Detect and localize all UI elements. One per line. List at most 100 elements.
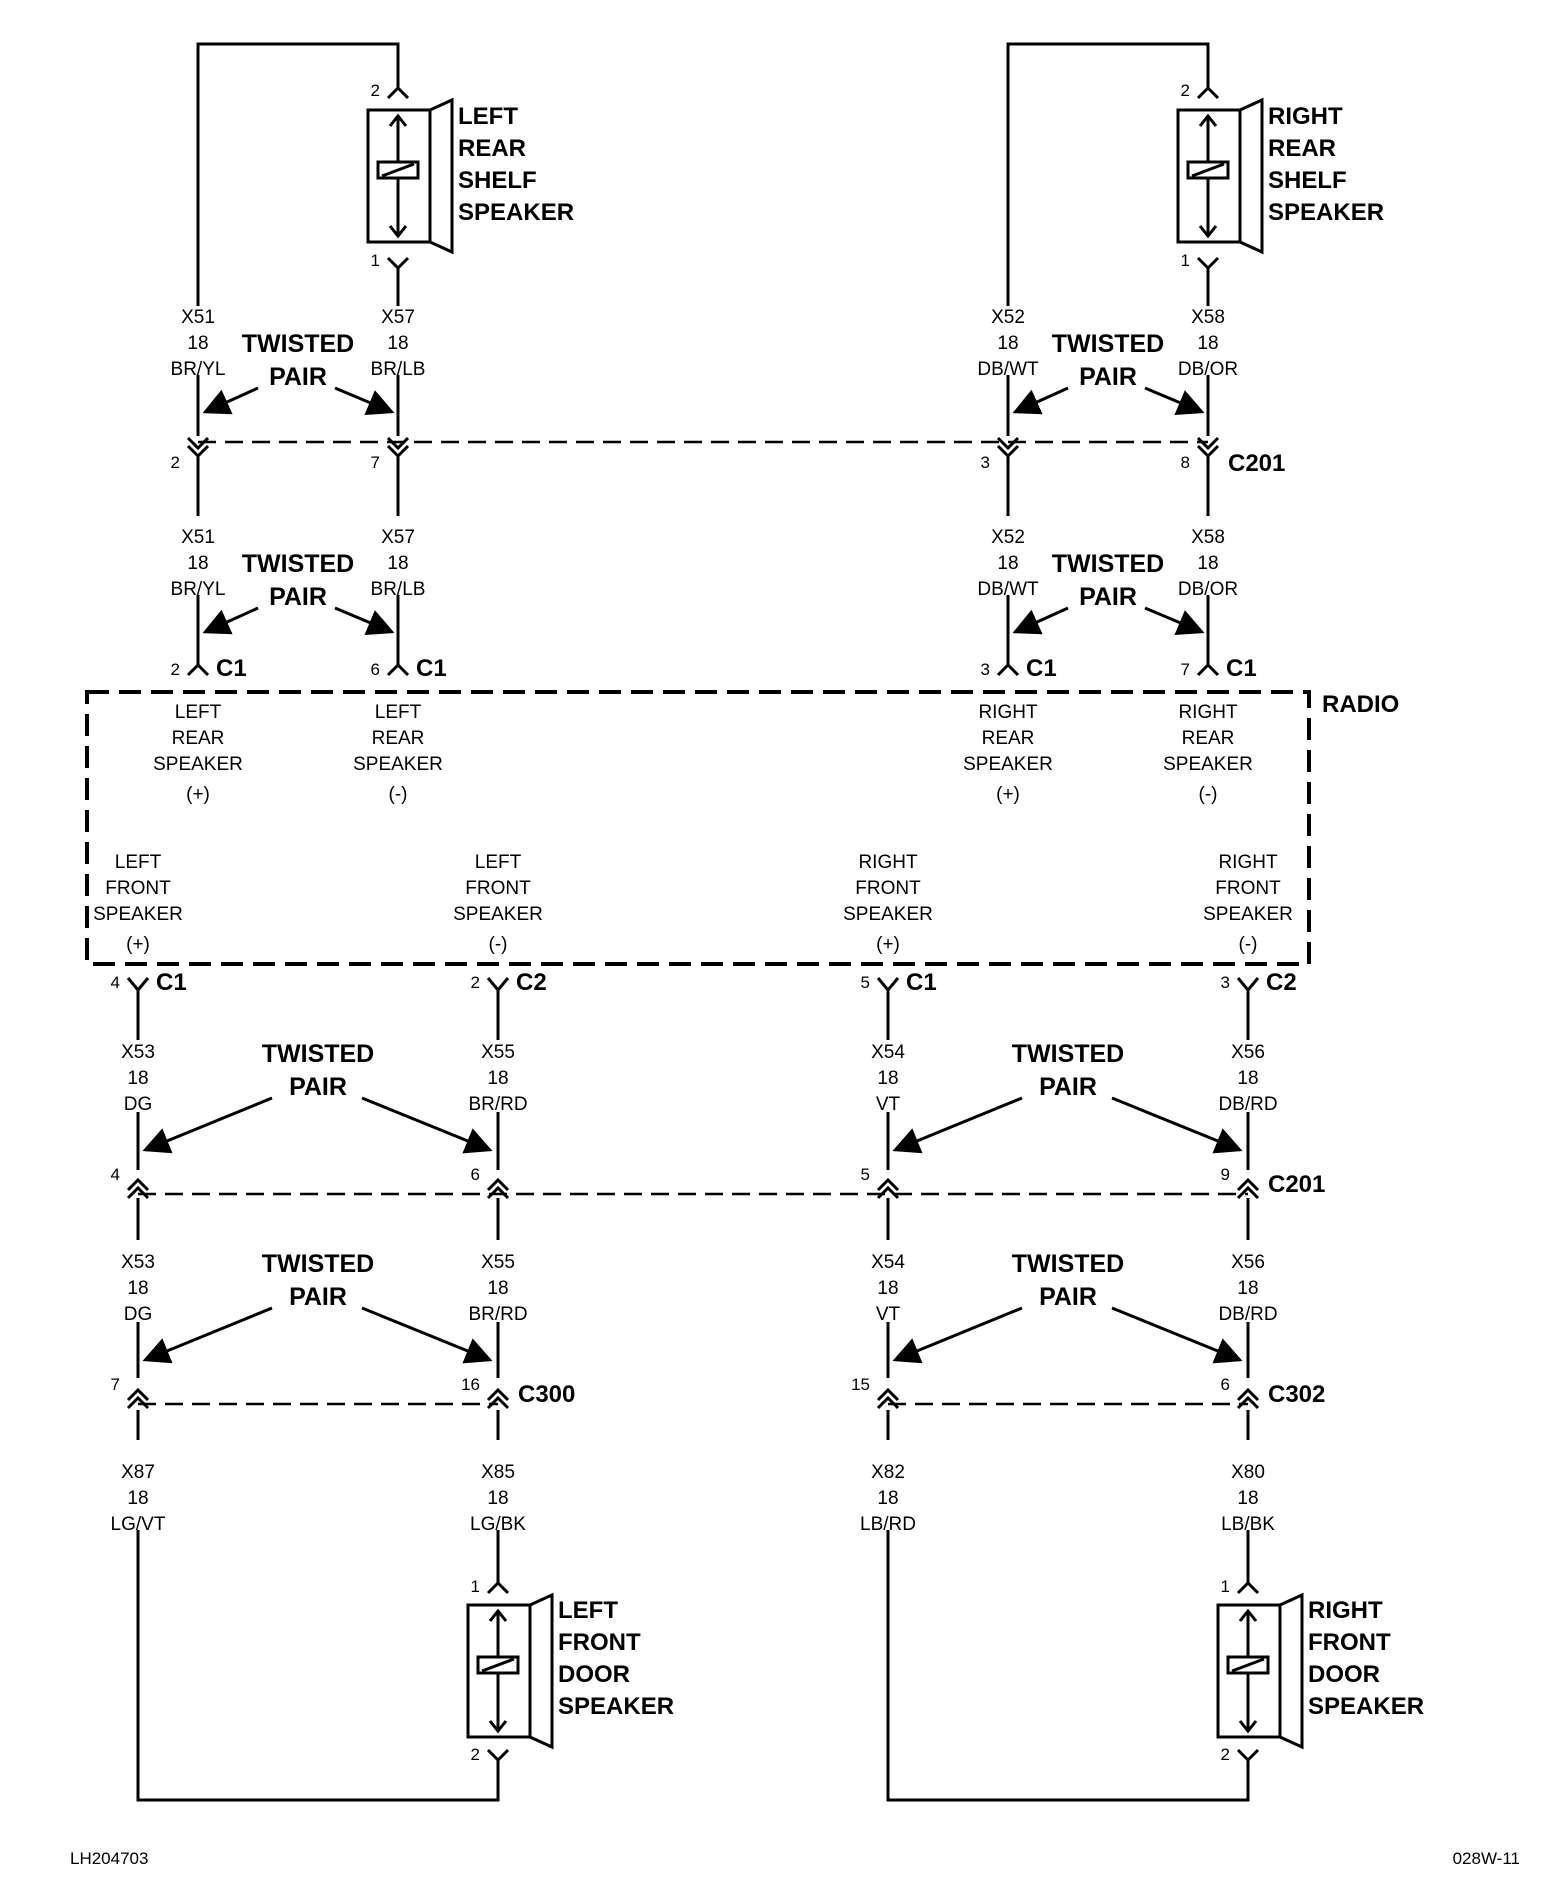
wire-gauge: 18 xyxy=(487,1488,508,1509)
connector-label: C2 xyxy=(1266,969,1297,996)
terminal-label: (+) xyxy=(876,934,900,955)
terminal-label: REAR xyxy=(172,728,225,749)
terminal-label: SPEAKER xyxy=(353,754,443,775)
wire-labels-front-upper: X53 18 DG X55 18 BR/RD X54 18 VT X56 18 … xyxy=(121,1042,1277,1115)
connector-label: C1 xyxy=(1026,655,1057,682)
speaker-label: DOOR xyxy=(1308,1661,1380,1688)
twisted-pair-label: PAIR xyxy=(289,1283,347,1311)
twisted-pair-label: PAIR xyxy=(1079,363,1137,391)
pin-number: 2 xyxy=(471,1745,480,1764)
pin-number: 3 xyxy=(981,660,990,679)
terminal-label: LEFT xyxy=(475,852,522,873)
wire-gauge: 18 xyxy=(1197,553,1218,574)
terminal-label: SPEAKER xyxy=(963,754,1053,775)
terminal-label: SPEAKER xyxy=(93,904,183,925)
twisted-pair-label: TWISTED xyxy=(242,550,355,578)
terminal-label: RIGHT xyxy=(1178,702,1238,723)
wire-code: X52 xyxy=(991,527,1025,548)
pin-number: 8 xyxy=(1181,453,1190,472)
wire-gauge: 18 xyxy=(127,1068,148,1089)
pin-number: 1 xyxy=(471,1577,480,1596)
wire-color: DB/WT xyxy=(977,359,1039,380)
wire-code: X54 xyxy=(871,1252,905,1273)
radio-front-terminals: LEFT FRONT SPEAKER (+) LEFT FRONT SPEAKE… xyxy=(93,852,1297,996)
wire-color: DB/RD xyxy=(1218,1304,1277,1325)
wire-code: X58 xyxy=(1191,307,1225,328)
pin-number: 5 xyxy=(861,973,870,992)
wire-code: X85 xyxy=(481,1462,515,1483)
pin-number: 3 xyxy=(981,453,990,472)
terminal-label: SPEAKER xyxy=(1163,754,1253,775)
speaker-label: LEFT xyxy=(558,1597,618,1624)
wire-code: X52 xyxy=(991,307,1025,328)
wire-gauge: 18 xyxy=(187,333,208,354)
terminal-label: (-) xyxy=(489,934,508,955)
wire-gauge: 18 xyxy=(1237,1278,1258,1299)
pin-number: 2 xyxy=(1181,81,1190,100)
pin-number: 6 xyxy=(1221,1375,1230,1394)
pin-number: 5 xyxy=(861,1165,870,1184)
connector-glyphs xyxy=(126,85,1260,1763)
pin-number: 2 xyxy=(471,973,480,992)
speaker-label: SPEAKER xyxy=(558,1693,674,1720)
speaker-label: LEFT xyxy=(458,103,518,130)
wire-gauge: 18 xyxy=(387,553,408,574)
twisted-pair-label: TWISTED xyxy=(1012,1250,1125,1278)
twisted-pair-label: TWISTED xyxy=(262,1040,375,1068)
wire-gauge: 18 xyxy=(1197,333,1218,354)
terminal-label: LEFT xyxy=(115,852,162,873)
speaker-label: FRONT xyxy=(1308,1629,1391,1656)
radio-label: RADIO xyxy=(1322,691,1399,718)
speaker-labels: LEFT REAR SHELF SPEAKER RIGHT REAR SHELF… xyxy=(458,103,1424,1720)
right-rear-shelf-speaker-icon xyxy=(1176,97,1264,255)
wire-color: VT xyxy=(876,1304,901,1325)
speaker-label: DOOR xyxy=(558,1661,630,1688)
left-front-door-speaker-icon xyxy=(466,1592,554,1750)
wire-color: LG/VT xyxy=(111,1514,166,1535)
pin-number: 4 xyxy=(111,1165,120,1184)
wire-code: X57 xyxy=(381,527,415,548)
connector-label: C1 xyxy=(906,969,937,996)
terminal-label: FRONT xyxy=(465,878,531,899)
terminal-label: RIGHT xyxy=(858,852,918,873)
wire-color: BR/RD xyxy=(468,1094,527,1115)
wire-color: DB/OR xyxy=(1178,579,1238,600)
wire-gauge: 18 xyxy=(487,1068,508,1089)
wire-gauge: 18 xyxy=(1237,1488,1258,1509)
connector-label: C201 xyxy=(1228,450,1285,477)
connector-label: C201 xyxy=(1268,1171,1325,1198)
terminal-label: RIGHT xyxy=(1218,852,1278,873)
terminal-label: FRONT xyxy=(105,878,171,899)
wire-code: X58 xyxy=(1191,527,1225,548)
wire-code: X53 xyxy=(121,1252,155,1273)
terminal-label: SPEAKER xyxy=(843,904,933,925)
left-rear-shelf-speaker-icon xyxy=(366,97,454,255)
twisted-pair-arrows xyxy=(142,386,1243,1364)
terminal-label: (+) xyxy=(186,784,210,805)
c201-rear-connector: 2 7 3 8 C201 xyxy=(171,450,1286,477)
wire-color: VT xyxy=(876,1094,901,1115)
wire-code: X56 xyxy=(1231,1042,1265,1063)
radio-rear-terminals: 2 C1 6 C1 3 C1 7 C1 LEFT REAR SPEAKER (+… xyxy=(153,655,1257,805)
wire-gauge: 18 xyxy=(127,1488,148,1509)
terminal-label: FRONT xyxy=(1215,878,1281,899)
wire-gauge: 18 xyxy=(877,1068,898,1089)
wire-gauge: 18 xyxy=(997,553,1018,574)
twisted-pair-label: PAIR xyxy=(269,583,327,611)
connector-label: C1 xyxy=(156,969,187,996)
pin-number: 1 xyxy=(1221,1577,1230,1596)
twisted-pair-label: TWISTED xyxy=(262,1250,375,1278)
speaker-label: REAR xyxy=(1268,135,1336,162)
right-front-door-speaker-icon xyxy=(1216,1592,1304,1750)
pin-number: 2 xyxy=(171,453,180,472)
wire-code: X51 xyxy=(181,527,215,548)
wire-code: X55 xyxy=(481,1252,515,1273)
pin-number: 4 xyxy=(111,973,120,992)
pin-number: 1 xyxy=(1181,251,1190,270)
c201-front-connector: 4 6 5 9 C201 xyxy=(111,1165,1326,1198)
wire-color: BR/LB xyxy=(371,359,426,380)
connector-label: C1 xyxy=(1226,655,1257,682)
speaker-pins: 2 1 2 1 1 2 1 2 xyxy=(371,81,1230,1764)
wire-color: BR/YL xyxy=(171,579,226,600)
speaker-label: SHELF xyxy=(1268,167,1347,194)
